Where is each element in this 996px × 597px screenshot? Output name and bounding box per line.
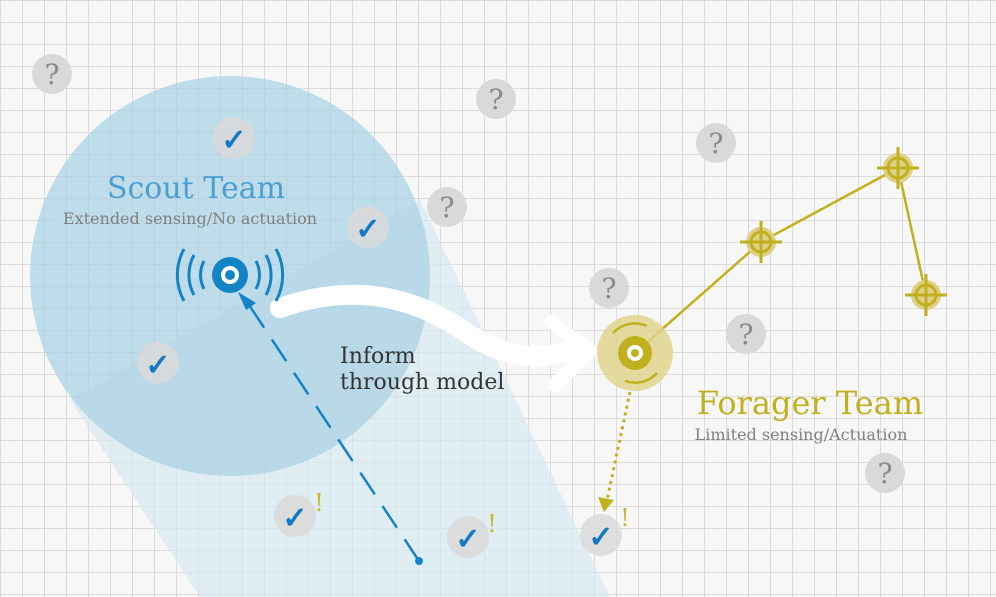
forager-agent-icon xyxy=(597,315,673,391)
forager-team-title: Forager Team xyxy=(697,384,923,422)
question-marker-icon: ? xyxy=(476,79,516,119)
scout-team-subtitle: Extended sensing/No actuation xyxy=(63,209,317,228)
scout-team-title: Scout Team xyxy=(107,171,285,206)
svg-text:✓: ✓ xyxy=(282,501,307,536)
question-marker-icon: ? xyxy=(726,314,766,354)
target-crosshair-icon xyxy=(740,221,782,263)
svg-text:?: ? xyxy=(439,191,454,224)
inform-arrow-icon xyxy=(270,284,597,392)
target-crosshair-icon xyxy=(877,147,919,189)
question-marker-icon: ? xyxy=(427,187,467,227)
svg-text:?: ? xyxy=(601,272,616,305)
forager-dotted-path xyxy=(598,391,632,512)
svg-text:?: ? xyxy=(738,318,753,351)
question-marker-icon: ? xyxy=(589,268,629,308)
checked-marker-icon: ✓ xyxy=(137,342,179,384)
question-marker-icon: ? xyxy=(696,123,736,163)
svg-text:✓: ✓ xyxy=(145,348,170,383)
checked-marker-icon: ✓ xyxy=(580,514,622,556)
alert-icon: ! xyxy=(620,504,630,532)
svg-text:?: ? xyxy=(877,457,892,490)
question-marker-icon: ? xyxy=(865,453,905,493)
forager-path xyxy=(634,166,928,354)
checked-marker-icon: ✓ xyxy=(347,206,389,248)
svg-text:?: ? xyxy=(44,58,59,91)
alert-icon: ! xyxy=(314,489,324,517)
scout-agent-icon xyxy=(175,248,285,302)
checked-marker-icon: ✓ xyxy=(213,117,255,159)
svg-text:✓: ✓ xyxy=(221,123,246,158)
svg-text:✓: ✓ xyxy=(355,212,380,247)
svg-text:✓: ✓ xyxy=(455,522,480,557)
inform-label-line2: through model xyxy=(340,370,504,395)
alert-icon: ! xyxy=(487,510,497,538)
inform-label-line1: Inform xyxy=(340,344,416,369)
forager-team-subtitle: Limited sensing/Actuation xyxy=(695,425,908,444)
scout-report-path xyxy=(238,292,423,565)
question-marker-icon: ? xyxy=(32,54,72,94)
checked-marker-icon: ✓ xyxy=(274,495,316,537)
target-crosshair-icon xyxy=(905,274,947,316)
svg-text:?: ? xyxy=(708,127,723,160)
checked-marker-icon: ✓ xyxy=(447,516,489,558)
svg-text:?: ? xyxy=(488,83,503,116)
svg-text:✓: ✓ xyxy=(588,520,613,555)
